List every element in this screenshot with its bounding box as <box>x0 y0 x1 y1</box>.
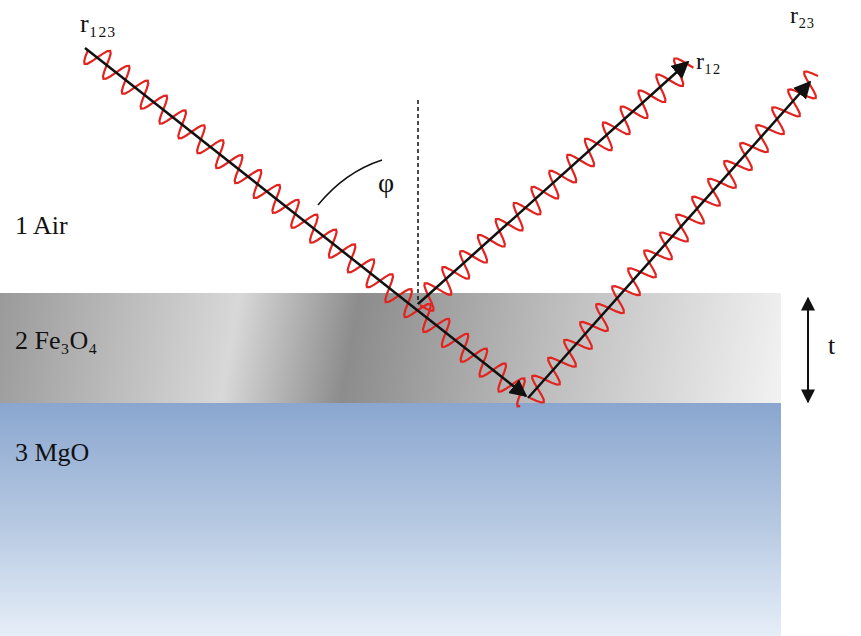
angle-arc <box>318 160 382 205</box>
incident-ray <box>85 48 526 396</box>
film-layer: 2 Fe₃O₄ <box>0 293 781 403</box>
layer-label: 2 Fe₃O₄ <box>15 327 97 356</box>
reflection-coefficient: r₁₂ <box>696 48 721 74</box>
thickness-arrow <box>807 298 809 402</box>
layer-label: 3 MgO <box>15 439 89 468</box>
wave <box>84 50 525 406</box>
wave <box>420 59 693 311</box>
thickness-label: t <box>828 332 835 361</box>
reflected-ray <box>418 62 688 304</box>
wave-group <box>84 50 818 406</box>
normal-line <box>417 100 419 304</box>
transmitted-reflected-ray <box>528 82 810 398</box>
reflection-coefficient: r₂₃ <box>790 2 815 28</box>
layer-label: 1 Air <box>15 212 68 241</box>
substrate-layer: 3 MgO <box>0 403 781 636</box>
reflection-coefficient: r₁₂₃ <box>80 10 116 39</box>
angle-label: φ <box>378 168 394 199</box>
